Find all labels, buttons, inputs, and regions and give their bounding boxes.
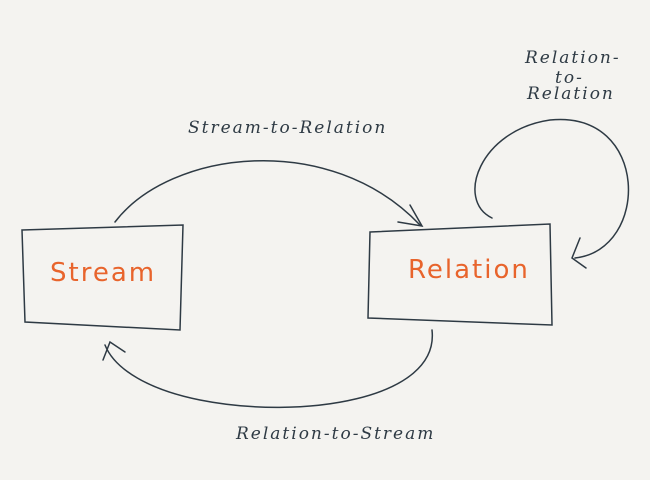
arrow-relation-to-stream (104, 329, 433, 409)
arrowhead-relation-to-stream (102, 340, 126, 361)
relation-node-label: Relation (408, 255, 530, 285)
relation-to-relation-label-line1: Relation- (525, 48, 621, 68)
stream-node-label: Stream (50, 258, 157, 288)
arrow-stream-to-relation (114, 160, 421, 226)
arrowhead-stream-to-relation (397, 204, 424, 227)
relation-to-stream-label: Relation-to-Stream (236, 424, 436, 444)
arrow-relation-to-relation (474, 118, 630, 259)
arrowhead-relation-to-relation (571, 237, 587, 269)
relation-to-relation-label-line2: to- (555, 68, 584, 88)
relation-to-relation-label-line3: Relation (527, 84, 615, 104)
stream-box (21, 224, 184, 331)
stream-to-relation-label: Stream-to-Relation (188, 118, 388, 138)
relation-box (367, 223, 553, 326)
